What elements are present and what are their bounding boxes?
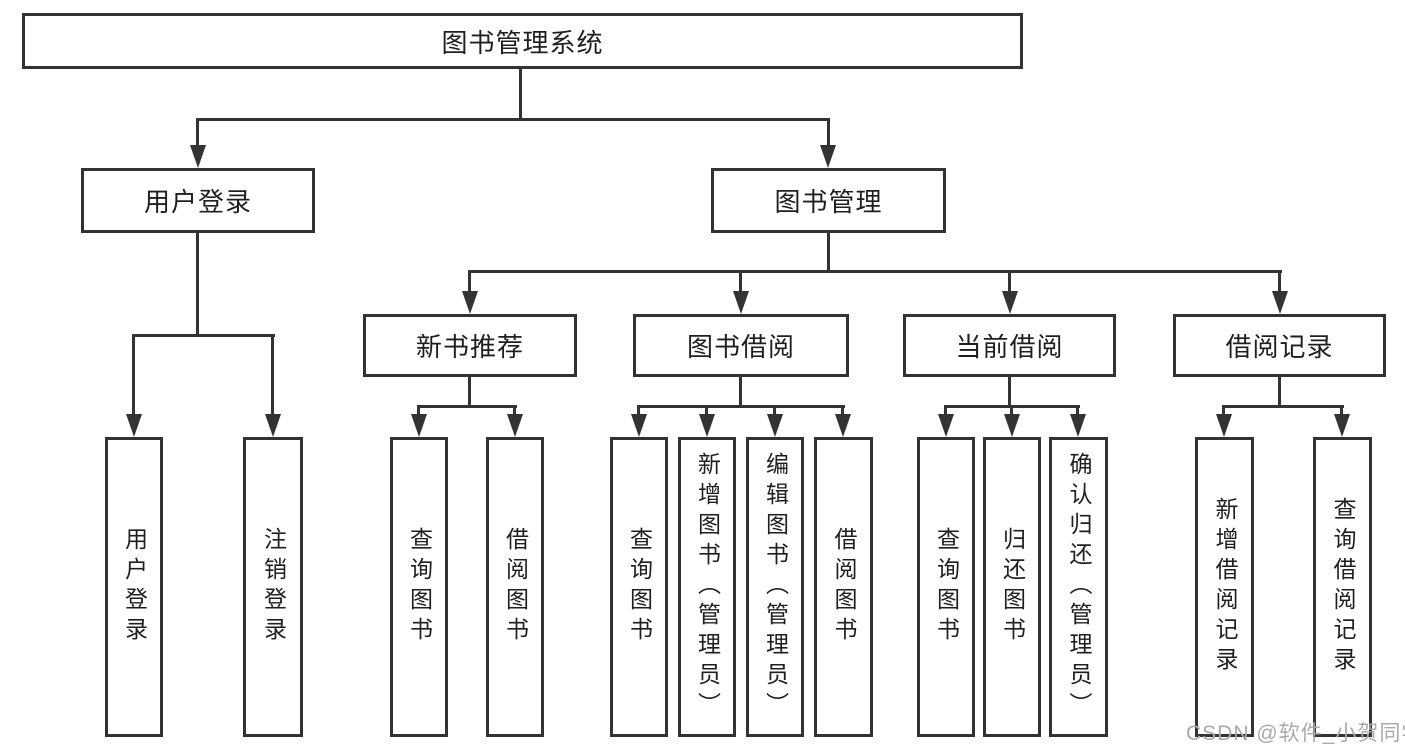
arrowhead-down-icon xyxy=(1002,291,1018,314)
node-borrow-records-label: 借阅记录 xyxy=(1225,332,1334,362)
connector-stub xyxy=(705,405,708,416)
arrowhead-down-icon xyxy=(835,414,851,437)
leaf-query-borrow-record-label: 查询借阅记录 xyxy=(1330,497,1356,677)
node-book-borrow: 图书借阅 xyxy=(633,314,849,377)
arrowhead-down-icon xyxy=(190,145,206,168)
node-book-management: 图书管理 xyxy=(711,168,946,233)
connector-stub xyxy=(468,270,471,293)
arrowhead-down-icon xyxy=(1216,414,1232,437)
leaf-return-book: 归还图书 xyxy=(983,437,1041,737)
leaf-logout-label: 注销登录 xyxy=(260,527,287,647)
arrowhead-down-icon xyxy=(507,414,523,437)
leaf-confirm-return-admin-label: 确认归还（管理员） xyxy=(1066,452,1092,722)
arrowhead-down-icon xyxy=(1272,291,1288,314)
arrowhead-down-icon xyxy=(411,414,427,437)
connector-stub xyxy=(1008,270,1011,293)
node-new-book-recommend: 新书推荐 xyxy=(363,314,577,377)
leaf-query-books-current: 查询图书 xyxy=(917,437,975,737)
leaf-query-borrow-record: 查询借阅记录 xyxy=(1313,437,1372,737)
connector-rail xyxy=(637,405,845,408)
node-user-login-label: 用户登录 xyxy=(143,187,252,217)
leaf-confirm-return-admin: 确认归还（管理员） xyxy=(1049,437,1108,737)
leaf-add-book-admin-label: 新增图书（管理员） xyxy=(694,452,721,722)
arrowhead-down-icon xyxy=(767,414,783,437)
connector-drop xyxy=(1008,377,1011,407)
node-borrow-records: 借阅记录 xyxy=(1173,314,1386,377)
connector-drop xyxy=(1278,377,1281,407)
arrowhead-down-icon xyxy=(820,145,836,168)
node-new-book-recommend-label: 新书推荐 xyxy=(415,332,524,362)
connector-stub xyxy=(773,405,776,416)
connector-stub xyxy=(1010,405,1013,416)
leaf-query-books-recommend-label: 查询图书 xyxy=(406,527,433,647)
connector-stub xyxy=(1076,405,1079,416)
leaf-query-books-recommend: 查询图书 xyxy=(390,437,448,737)
leaf-borrow-books: 借阅图书 xyxy=(814,437,873,737)
leaf-query-books-current-label: 查询图书 xyxy=(933,527,960,647)
connector-stub xyxy=(271,334,274,416)
leaf-edit-book-admin: 编辑图书（管理员） xyxy=(746,437,804,737)
connector-stub xyxy=(196,118,199,147)
arrowhead-down-icon xyxy=(938,414,954,437)
node-current-borrow-label: 当前借阅 xyxy=(955,332,1064,362)
connector-stub xyxy=(739,270,742,293)
connector-rail xyxy=(1223,405,1344,408)
connector-stub xyxy=(1278,270,1281,293)
connector-level3-rail xyxy=(468,270,1282,273)
arrowhead-down-icon xyxy=(1070,414,1086,437)
node-user-login: 用户登录 xyxy=(81,168,315,233)
arrowhead-down-icon xyxy=(733,291,749,314)
connector-stub xyxy=(637,405,640,416)
leaf-user-login: 用户登录 xyxy=(105,437,163,737)
arrowhead-down-icon xyxy=(126,414,142,437)
arrowhead-down-icon xyxy=(1334,414,1350,437)
leaf-query-books-borrow-label: 查询图书 xyxy=(626,527,653,647)
leaf-return-book-label: 归还图书 xyxy=(999,527,1026,647)
connector-stub xyxy=(841,405,844,416)
watermark-text: CSDN @软件_小贺同学 xyxy=(1186,722,1405,745)
connector-user-login-drop xyxy=(196,232,199,336)
connector-stub xyxy=(1340,405,1343,416)
leaf-borrow-books-recommend: 借阅图书 xyxy=(486,437,544,737)
connector-root-drop xyxy=(519,69,522,120)
connector-stub xyxy=(827,118,830,147)
leaf-borrow-books-recommend-label: 借阅图书 xyxy=(502,527,529,647)
arrowhead-down-icon xyxy=(631,414,647,437)
leaf-add-borrow-record: 新增借阅记录 xyxy=(1195,437,1254,737)
connector-drop xyxy=(739,377,742,407)
leaf-logout: 注销登录 xyxy=(243,437,303,737)
node-system-root: 图书管理系统 xyxy=(22,13,1023,69)
connector-drop xyxy=(468,377,471,407)
leaf-add-borrow-record-label: 新增借阅记录 xyxy=(1212,497,1238,677)
arrowhead-down-icon xyxy=(462,291,478,314)
arrowhead-down-icon xyxy=(1004,414,1020,437)
node-book-borrow-label: 图书借阅 xyxy=(686,332,795,362)
arrowhead-down-icon xyxy=(265,414,281,437)
connector-stub xyxy=(944,405,947,416)
leaf-add-book-admin: 新增图书（管理员） xyxy=(678,437,736,737)
node-current-borrow: 当前借阅 xyxy=(903,314,1116,377)
connector-user-login-rail xyxy=(132,334,275,337)
connector-level2-rail xyxy=(196,118,830,121)
node-system-root-label: 图书管理系统 xyxy=(441,27,604,58)
connector-stub xyxy=(132,334,135,416)
connector-rail xyxy=(417,405,517,408)
connector-stub xyxy=(513,405,516,416)
arrowhead-down-icon xyxy=(699,414,715,437)
leaf-edit-book-admin-label: 编辑图书（管理员） xyxy=(762,452,789,722)
node-book-management-label: 图书管理 xyxy=(774,187,883,217)
leaf-query-books-borrow: 查询图书 xyxy=(610,437,668,737)
leaf-borrow-books-label: 借阅图书 xyxy=(831,527,857,647)
leaf-user-login-label: 用户登录 xyxy=(121,527,148,647)
connector-book-mgmt-drop xyxy=(827,232,830,272)
connector-stub xyxy=(417,405,420,416)
connector-stub xyxy=(1222,405,1225,416)
